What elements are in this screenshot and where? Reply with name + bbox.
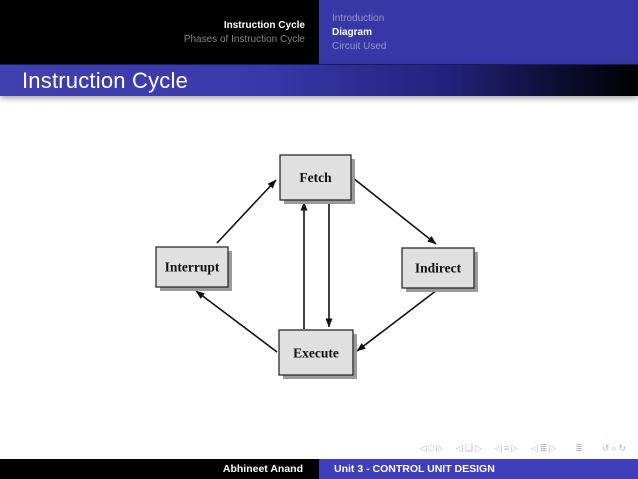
author-name: Abhineet Anand — [222, 463, 303, 475]
edge-indirect-to-execute — [356, 289, 438, 352]
slide-nav-icon[interactable]: ◁□▷ — [419, 443, 445, 453]
edge-fetch-to-indirect — [352, 177, 437, 245]
subsection-nav-icon[interactable]: ◁≡▷ — [494, 443, 520, 453]
beamer-navigation-bar: ◁□▷ ◁❏▷ ◁≡▷ ◁≣▷ ≣ ↺⌕↻ — [420, 444, 628, 453]
nav-item-diagram[interactable]: Diagram — [332, 26, 373, 38]
document-nav-icon[interactable]: ≣ — [575, 443, 585, 453]
diagram-edges — [195, 177, 438, 353]
frame-nav-icon[interactable]: ◁❏▷ — [455, 443, 484, 453]
node-indirect-box — [401, 247, 475, 289]
node-execute: Execute — [278, 329, 357, 379]
node-execute-label: Execute — [293, 346, 339, 361]
unit-title: Unit 3 - CONTROL UNIT DESIGN — [334, 463, 495, 475]
footer-author-panel: Abhineet Anand — [0, 459, 319, 479]
section-subtitle: Phases of Instruction Cycle — [183, 33, 305, 45]
instruction-cycle-diagram: Fetch Indirect Interrupt Execute — [155, 154, 478, 379]
node-execute-box — [278, 329, 354, 376]
back-find-forward-icon[interactable]: ↺⌕↻ — [601, 443, 628, 453]
header-subsection-panel: Introduction Diagram Circuit Used — [319, 0, 638, 64]
node-fetch: Fetch — [279, 154, 355, 204]
node-indirect: Indirect — [401, 247, 478, 292]
node-indirect-label: Indirect — [415, 261, 462, 276]
frametitle-bar: Instruction Cycle — [0, 64, 638, 96]
node-fetch-box — [279, 154, 352, 201]
node-fetch-label: Fetch — [299, 170, 332, 185]
nav-item-introduction[interactable]: Introduction — [332, 12, 385, 24]
edge-interrupt-to-fetch — [216, 179, 277, 244]
slide-footer: Abhineet Anand Unit 3 - CONTROL UNIT DES… — [0, 459, 638, 479]
nav-item-circuit-used[interactable]: Circuit Used — [332, 40, 387, 52]
footer-unit-panel: Unit 3 - CONTROL UNIT DESIGN — [319, 459, 638, 479]
header-section-panel: Instruction Cycle Phases of Instruction … — [0, 0, 319, 64]
section-title: Instruction Cycle — [223, 19, 305, 31]
page-title: Instruction Cycle — [22, 67, 189, 93]
node-interrupt: Interrupt — [155, 246, 232, 291]
section-nav-icon[interactable]: ◁≣▷ — [530, 443, 559, 453]
slide-header: Instruction Cycle Phases of Instruction … — [0, 0, 638, 64]
node-interrupt-label: Interrupt — [165, 260, 220, 275]
edge-execute-to-interrupt — [195, 290, 278, 353]
node-interrupt-box — [155, 246, 229, 288]
